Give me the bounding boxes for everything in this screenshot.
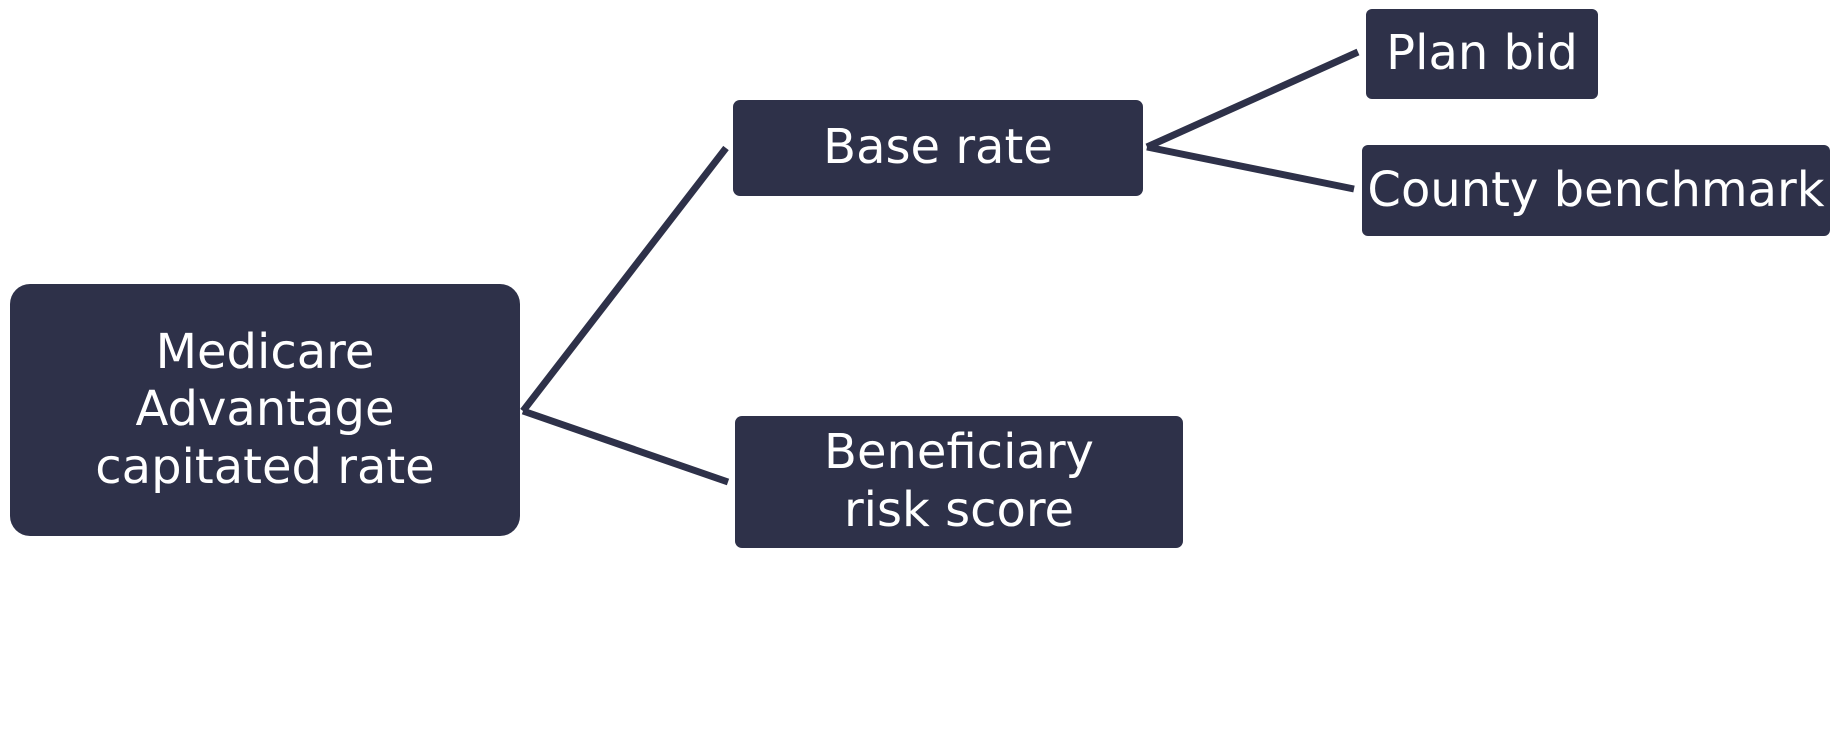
node-label: County benchmark xyxy=(1367,161,1825,218)
node-base-rate: Base rate xyxy=(733,100,1143,196)
node-plan-bid: Plan bid xyxy=(1366,9,1598,99)
node-county-benchmark: County benchmark xyxy=(1362,145,1830,236)
node-medicare-advantage-capitated-rate: Medicare Advantage capitated rate xyxy=(10,284,520,536)
node-label: Plan bid xyxy=(1386,25,1578,82)
edge-root-to-risk-score xyxy=(521,407,730,486)
edge-base-rate-to-plan-bid xyxy=(1145,48,1360,151)
node-label: Base rate xyxy=(823,119,1053,176)
edge-base-rate-to-county-benchmark xyxy=(1146,143,1355,193)
node-label: Beneficiary risk score xyxy=(824,424,1094,538)
node-beneficiary-risk-score: Beneficiary risk score xyxy=(735,416,1183,548)
edge-root-to-base-rate xyxy=(520,145,729,414)
node-label: Medicare Advantage capitated rate xyxy=(95,323,435,495)
